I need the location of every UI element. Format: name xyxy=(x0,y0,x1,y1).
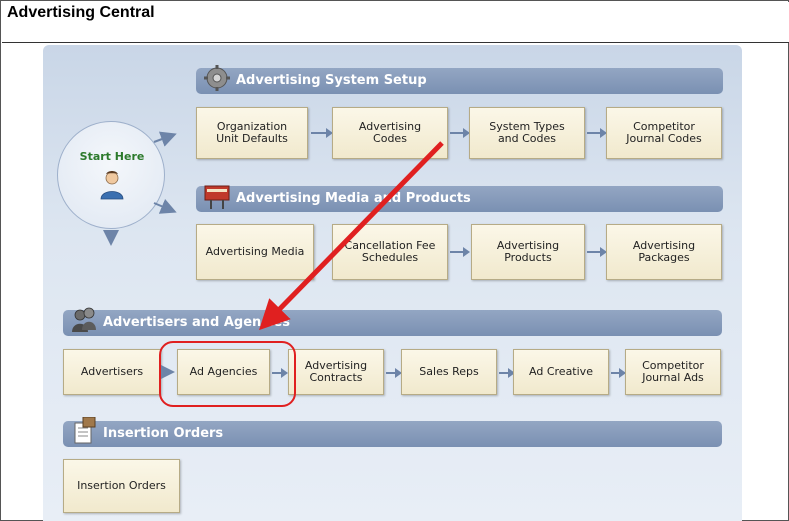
advertising-media-button[interactable]: Advertising Media xyxy=(196,224,314,280)
flow-arrow xyxy=(450,128,470,138)
flow-arrow xyxy=(386,368,402,378)
title-bar: Advertising Central xyxy=(2,2,789,43)
user-icon xyxy=(100,171,124,200)
flow-arrow xyxy=(272,368,288,378)
section-advertising-system-setup: Advertising System Setup xyxy=(196,65,723,94)
flow-arrow xyxy=(611,368,626,378)
section-insertion-orders: Insertion Orders xyxy=(63,417,722,447)
start-here-label: Start Here xyxy=(79,150,145,163)
flow-arrow xyxy=(587,128,607,138)
flow-arrow xyxy=(450,247,470,257)
highlight-ring xyxy=(159,341,296,407)
section-title: Advertising System Setup xyxy=(236,73,427,88)
section-title: Advertisers and Agencies xyxy=(103,315,290,330)
section-title: Insertion Orders xyxy=(103,426,224,441)
flow-arrow xyxy=(311,128,333,138)
document-icon xyxy=(74,417,96,444)
page-title: Advertising Central xyxy=(7,4,155,21)
section-title: Advertising Media and Products xyxy=(236,191,471,206)
people-icon xyxy=(72,307,96,332)
ad-creative-button[interactable]: Ad Creative xyxy=(513,349,609,395)
section-advertising-media-and-products: Advertising Media and Products xyxy=(196,185,723,212)
gear-icon xyxy=(204,65,230,91)
sales-reps-button[interactable]: Sales Reps xyxy=(401,349,497,395)
section-advertisers-and-agencies: Advertisers and Agencies xyxy=(63,307,722,336)
flow-arrow xyxy=(499,368,515,378)
ad-agencies-button[interactable]: Ad Agencies xyxy=(177,349,270,395)
insertion-orders-button[interactable]: Insertion Orders xyxy=(63,459,180,513)
start-here-node[interactable]: Start Here xyxy=(57,121,165,229)
flow-arrow xyxy=(587,247,607,257)
advertisers-button[interactable]: Advertisers xyxy=(63,349,161,395)
billboard-icon xyxy=(204,185,230,209)
